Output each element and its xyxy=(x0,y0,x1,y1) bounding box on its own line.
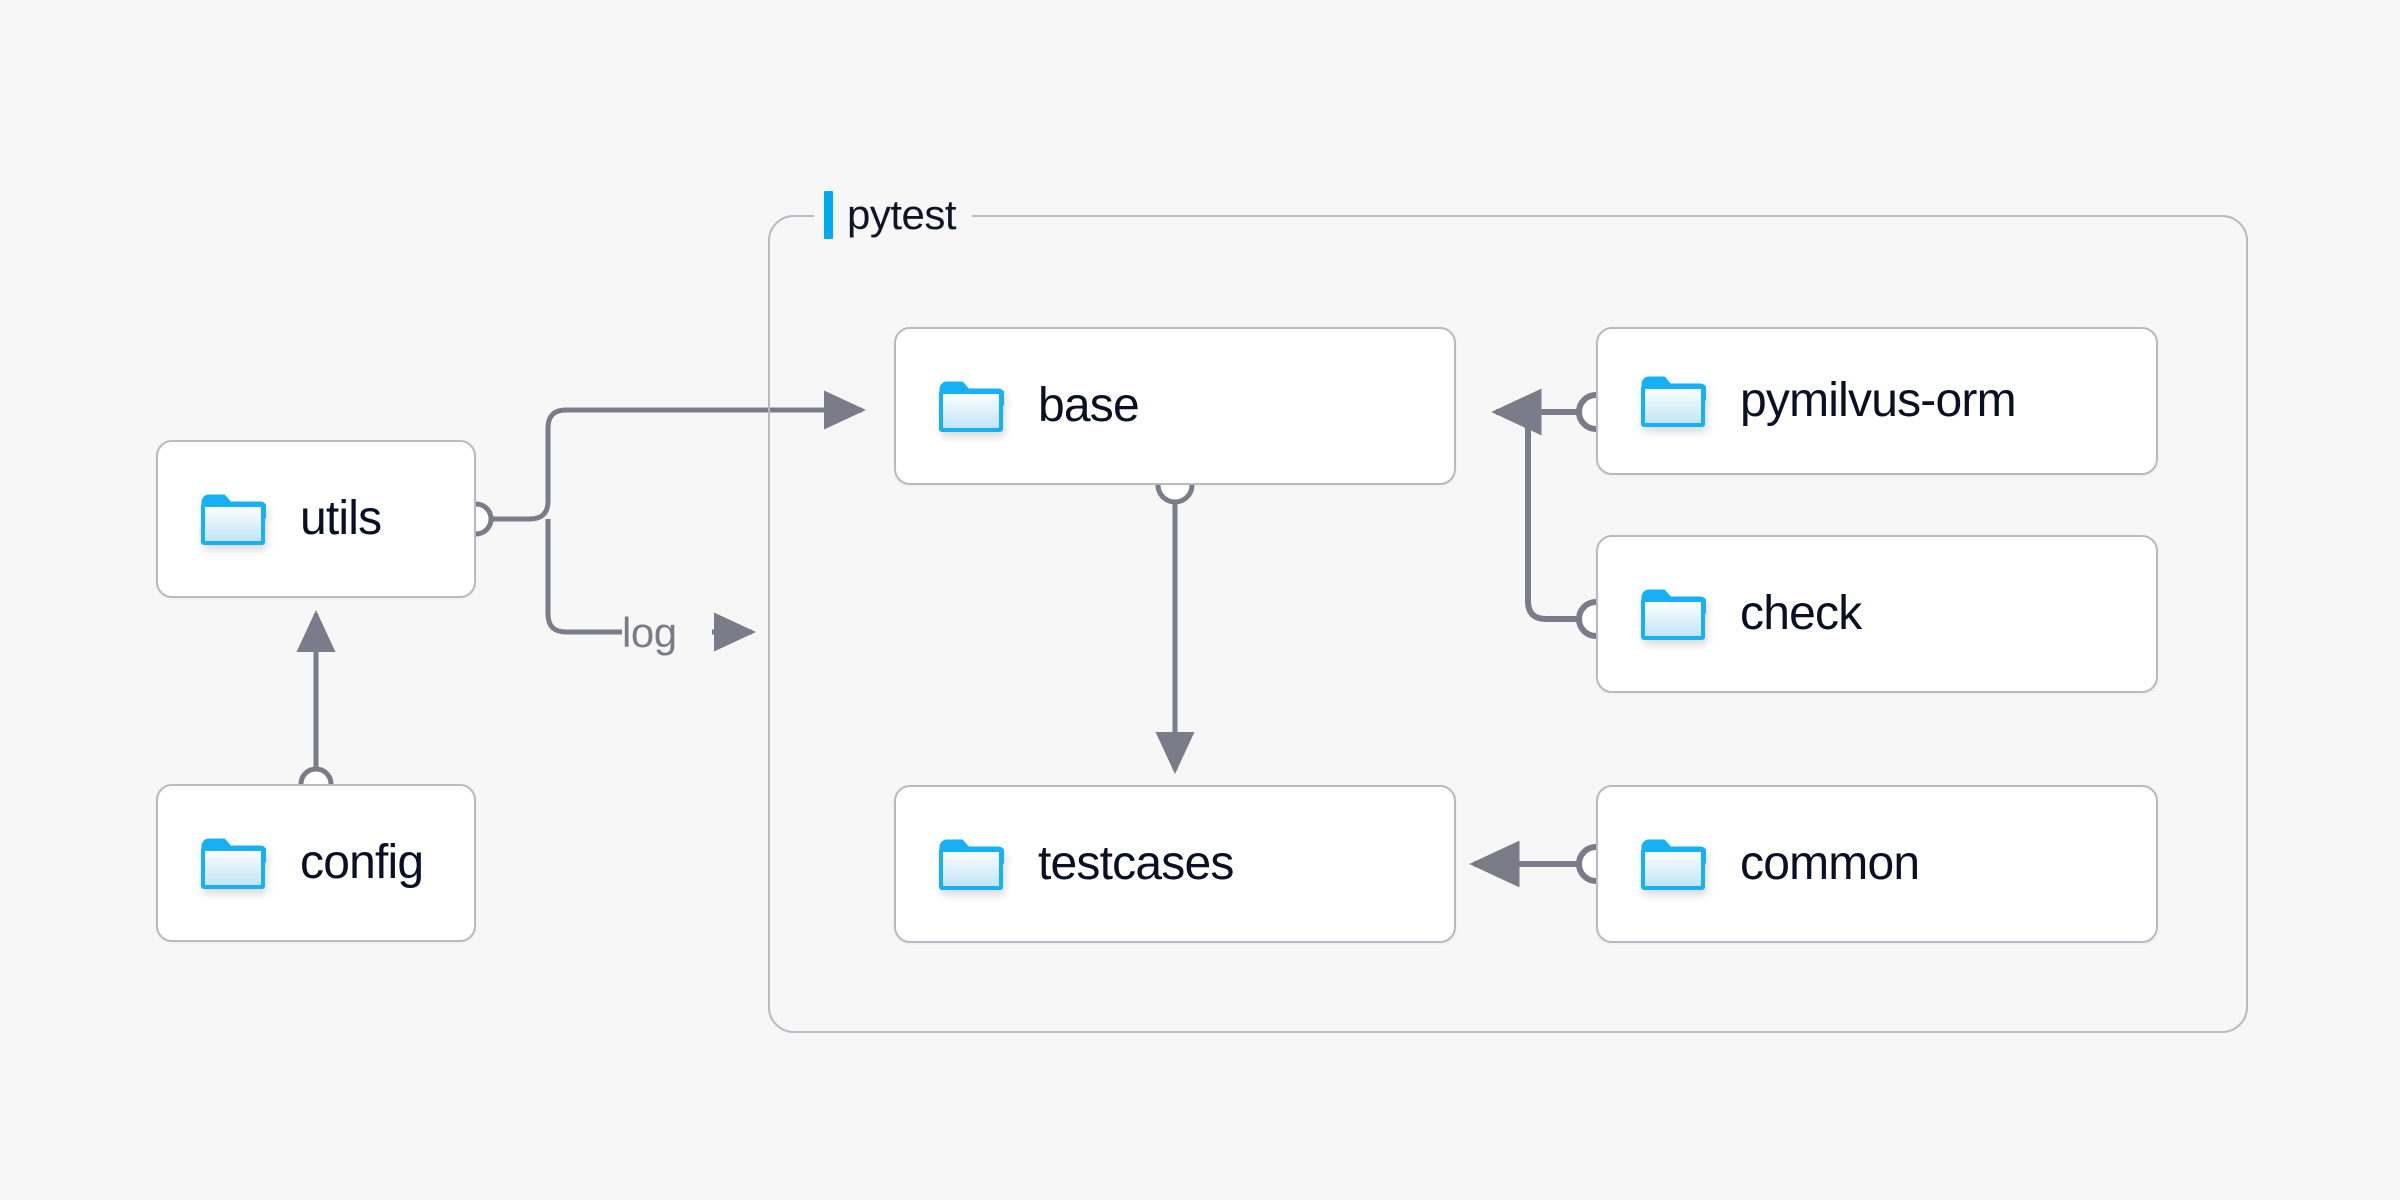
folder-icon xyxy=(1640,587,1706,641)
node-label-common: common xyxy=(1740,837,1920,890)
edge-label-log: log xyxy=(622,609,677,656)
accent-bar-icon xyxy=(824,191,833,239)
folder-icon xyxy=(1640,374,1706,428)
folder-icon xyxy=(938,837,1004,891)
node-check[interactable]: check xyxy=(1596,535,2158,693)
node-label-pymilvus-orm: pymilvus-orm xyxy=(1740,374,2017,427)
node-label-config: config xyxy=(300,836,424,889)
node-base[interactable]: base xyxy=(894,327,1456,485)
folder-icon xyxy=(200,492,266,546)
group-title: pytest xyxy=(847,191,957,238)
folder-icon xyxy=(1640,837,1706,891)
node-testcases[interactable]: testcases xyxy=(894,785,1456,943)
node-utils[interactable]: utils xyxy=(156,440,476,598)
node-label-testcases: testcases xyxy=(1038,837,1234,890)
node-label-base: base xyxy=(1038,379,1140,432)
group-label-pytest: pytest xyxy=(814,187,973,243)
group-container-pytest xyxy=(768,215,2248,1033)
node-config[interactable]: config xyxy=(156,784,476,942)
folder-icon xyxy=(200,836,266,890)
folder-icon xyxy=(938,379,1004,433)
node-pymilvus-orm[interactable]: pymilvus-orm xyxy=(1596,327,2158,475)
node-label-utils: utils xyxy=(300,492,382,545)
node-common[interactable]: common xyxy=(1596,785,2158,943)
node-label-check: check xyxy=(1740,587,1862,640)
